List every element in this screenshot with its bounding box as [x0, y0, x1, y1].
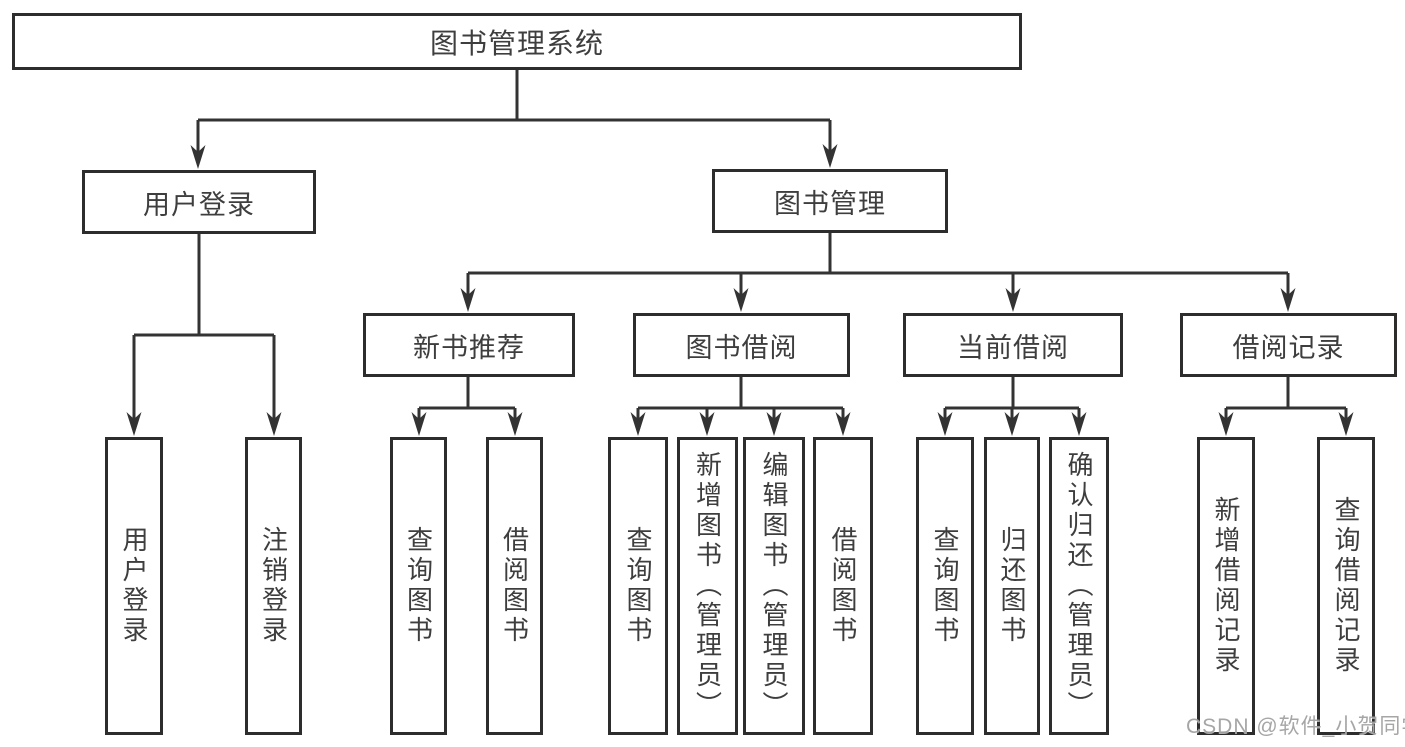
node-new-book-recommend: 新书推荐 [363, 313, 575, 377]
node-br-add-record: 新增借阅记录 [1197, 437, 1255, 735]
node-user-login-label: 用户登录 [143, 189, 255, 220]
node-bb-borrow-books-label: 借阅图书 [828, 526, 858, 646]
node-root: 图书管理系统 [12, 13, 1022, 70]
node-bb-borrow-books: 借阅图书 [813, 437, 873, 735]
node-logout-leaf-label: 注销登录 [258, 526, 289, 646]
node-current-borrow: 当前借阅 [903, 313, 1123, 377]
node-br-add-record-label: 新增借阅记录 [1211, 496, 1241, 676]
node-book-borrow-label: 图书借阅 [685, 332, 798, 363]
node-nbr-borrow-books: 借阅图书 [486, 437, 543, 735]
node-bb-edit-books-admin: 编辑图书（管理员） [743, 437, 805, 735]
connector-lines [132, 70, 1348, 421]
node-new-book-recommend-label: 新书推荐 [413, 332, 525, 363]
node-nbr-query-books-label: 查询图书 [403, 526, 434, 646]
node-bb-add-books-admin: 新增图书（管理员） [677, 437, 738, 735]
node-bb-query-books-label: 查询图书 [623, 526, 653, 646]
node-cb-query-books-label: 查询图书 [930, 526, 960, 646]
node-root-label: 图书管理系统 [429, 27, 604, 59]
node-user-login: 用户登录 [82, 170, 316, 234]
node-book-borrow: 图书借阅 [633, 313, 850, 377]
node-borrow-records-label: 借阅记录 [1232, 332, 1345, 363]
node-bb-edit-books-admin-label: 编辑图书（管理员） [759, 451, 789, 721]
node-book-management-label: 图书管理 [774, 188, 886, 219]
node-cb-return-books-label: 归还图书 [997, 526, 1027, 646]
node-cb-confirm-return-admin: 确认归还（管理员） [1049, 437, 1109, 735]
node-book-management: 图书管理 [712, 169, 948, 233]
node-current-borrow-label: 当前借阅 [957, 332, 1069, 363]
node-login-leaf: 用户登录 [105, 437, 163, 735]
node-logout-leaf: 注销登录 [245, 437, 302, 735]
node-br-query-record-label: 查询借阅记录 [1331, 496, 1361, 676]
node-borrow-records: 借阅记录 [1180, 313, 1397, 377]
node-bb-query-books: 查询图书 [608, 437, 668, 735]
node-cb-return-books: 归还图书 [984, 437, 1040, 735]
node-bb-add-books-admin-label: 新增图书（管理员） [692, 451, 723, 721]
csdn-watermark: CSDN @软件_小贺同学 [1186, 715, 1405, 738]
node-nbr-query-books: 查询图书 [390, 437, 447, 735]
node-login-leaf-label: 用户登录 [119, 526, 149, 646]
node-br-query-record: 查询借阅记录 [1317, 437, 1375, 735]
node-cb-query-books: 查询图书 [916, 437, 974, 735]
node-nbr-borrow-books-label: 借阅图书 [499, 526, 530, 646]
node-cb-confirm-return-admin-label: 确认归还（管理员） [1064, 451, 1094, 721]
